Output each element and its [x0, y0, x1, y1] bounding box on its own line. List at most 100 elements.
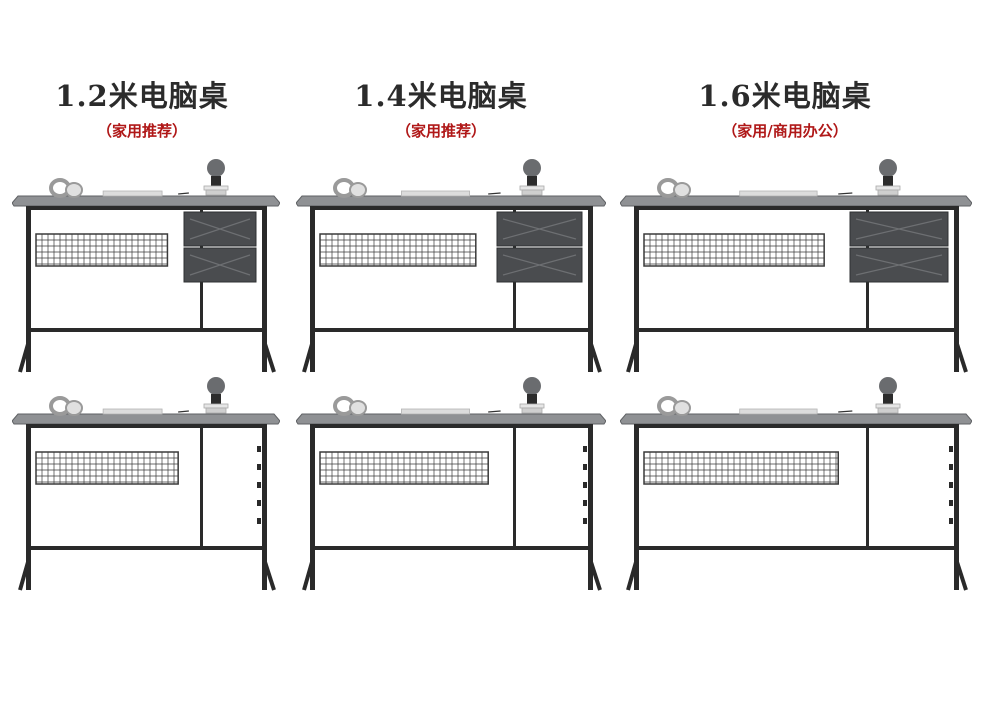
desk-rail-top [26, 424, 267, 428]
desk-rail-bottom [26, 328, 267, 332]
desk-rail-bottom [634, 546, 959, 550]
desk-side-hook [257, 446, 261, 452]
figurine-icon [519, 185, 545, 191]
figurine-icon [877, 407, 899, 414]
pen-icon [488, 192, 501, 195]
desk-1-4m-plain [296, 376, 606, 596]
notebook-icon [401, 190, 470, 197]
desk-side-hook [583, 464, 587, 470]
headphones-icon [673, 182, 691, 198]
desk-leg-left [310, 424, 315, 590]
figurine-icon [883, 394, 893, 404]
desk-leg-right [954, 424, 959, 590]
desk-1-2m-with-drawers [12, 158, 280, 378]
desk-top [12, 195, 280, 207]
figurine-icon [875, 185, 901, 191]
figurine-icon [523, 377, 541, 395]
pen-icon [488, 410, 501, 413]
headphones-icon [349, 400, 367, 416]
desk-inner-post [866, 424, 869, 546]
desk-foot-right [955, 561, 968, 591]
desk-foot-right [263, 343, 276, 373]
pen-icon [178, 410, 189, 413]
desk-leg-left [26, 206, 31, 372]
desk-top [296, 413, 606, 425]
desk-foot-right [955, 343, 968, 373]
figurine-icon [519, 403, 545, 409]
desk-leg-right [262, 424, 267, 590]
desk-side-hook [583, 482, 587, 488]
heading-1-6m: 1.6米电脑桌 （家用/商用办公） [625, 78, 945, 141]
figurine-icon [207, 377, 225, 395]
desk-top [296, 195, 606, 207]
desk-foot-left [18, 561, 30, 591]
notebook-icon [401, 408, 470, 415]
desk-side-hook [583, 446, 587, 452]
figurine-icon [877, 189, 899, 196]
drawer-pattern [855, 264, 943, 276]
figurine-icon [211, 176, 221, 186]
figurine-icon [521, 407, 543, 414]
desk-leg-left [634, 206, 639, 372]
desk-rail-bottom [26, 546, 267, 550]
desk-1-2m-plain [12, 376, 280, 596]
figurine-icon [207, 159, 225, 177]
drawer-top [183, 211, 257, 247]
desk-foot-left [302, 561, 314, 591]
desk-drawing [12, 377, 280, 591]
desk-rail-top [634, 206, 959, 210]
desk-leg-right [262, 206, 267, 372]
desk-foot-left [626, 343, 638, 373]
desk-foot-right [589, 561, 602, 591]
desk-inner-post [513, 424, 516, 546]
desk-mesh-panel [643, 451, 839, 485]
desk-side-hook [257, 482, 261, 488]
product-title: 1.4米电脑桌 [354, 79, 528, 113]
product-title: 1.6米电脑桌 [698, 79, 872, 113]
figurine-icon [203, 185, 229, 191]
desk-top [620, 413, 972, 425]
desk-top [620, 195, 972, 207]
desk-drawing [620, 159, 972, 373]
desk-rail-top [310, 206, 593, 210]
headphones-icon [349, 182, 367, 198]
desk-side-hook [583, 500, 587, 506]
product-title: 1.2米电脑桌 [55, 79, 229, 113]
desk-leg-right [588, 206, 593, 372]
drawer-pattern [189, 228, 251, 240]
drawer-pattern [502, 228, 577, 240]
product-subtitle: （家用推荐） [395, 122, 486, 140]
desk-leg-left [634, 424, 639, 590]
headphones-icon [65, 400, 83, 416]
figurine-icon [875, 403, 901, 409]
pen-icon [838, 410, 853, 413]
figurine-icon [521, 189, 543, 196]
desk-drawing [12, 159, 280, 373]
desk-leg-right [588, 424, 593, 590]
notebook-icon [102, 408, 163, 415]
desk-1-4m-with-drawers [296, 158, 606, 378]
desk-side-hook [949, 482, 953, 488]
heading-1-4m: 1.4米电脑桌 （家用推荐） [281, 78, 601, 141]
desk-leg-left [26, 424, 31, 590]
figurine-icon [879, 159, 897, 177]
heading-1-2m: 1.2米电脑桌 （家用推荐） [0, 78, 302, 141]
figurine-icon [523, 159, 541, 177]
figurine-icon [879, 377, 897, 395]
figurine-icon [203, 403, 229, 409]
notebook-icon [739, 408, 818, 415]
desk-side-hook [949, 446, 953, 452]
figurine-icon [527, 176, 537, 186]
figurine-icon [211, 394, 221, 404]
desk-rail-bottom [310, 328, 593, 332]
desk-foot-left [18, 343, 30, 373]
desk-side-hook [257, 464, 261, 470]
desk-1-6m-with-drawers [620, 158, 972, 378]
desk-rail-top [26, 206, 267, 210]
desk-side-hook [949, 464, 953, 470]
desk-leg-left [310, 206, 315, 372]
desk-side-hook [949, 500, 953, 506]
figurine-icon [883, 176, 893, 186]
desk-inner-post [200, 424, 203, 546]
